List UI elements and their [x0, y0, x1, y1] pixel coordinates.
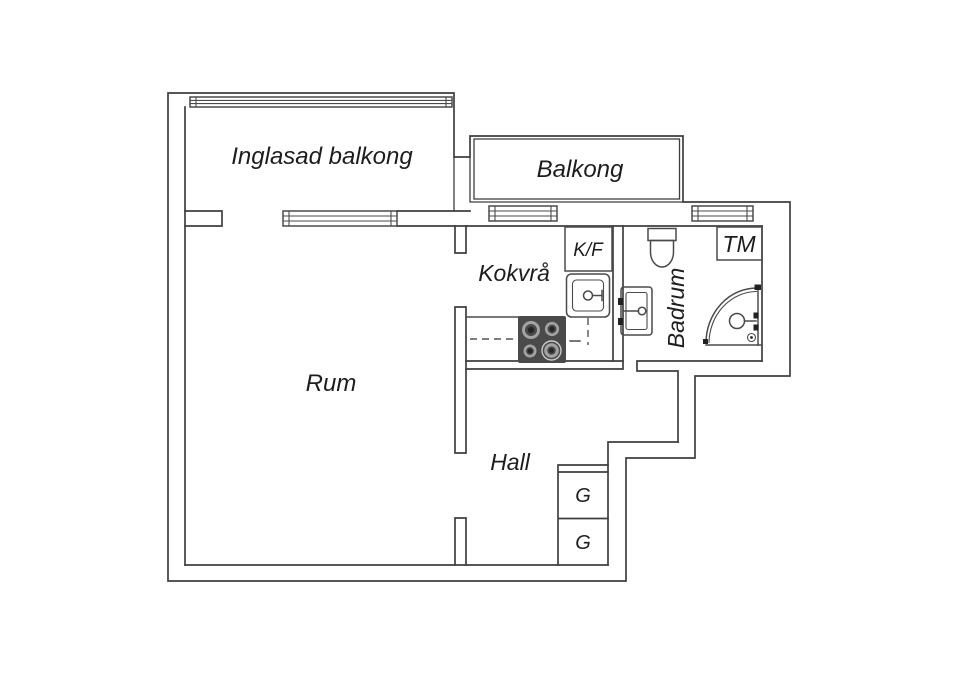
outer-boundary-walls	[167, 92, 791, 582]
stove-icon	[518, 316, 566, 363]
label-garderob-1: G	[575, 485, 591, 507]
label-rum: Rum	[306, 370, 357, 397]
window-glazed-balcony	[189, 96, 453, 108]
window-rum	[282, 210, 398, 227]
label-hall: Hall	[490, 449, 531, 475]
window-balkong	[488, 205, 558, 222]
kitchen-sink-icon	[565, 273, 611, 318]
label-tm: TM	[722, 231, 756, 257]
washing-machine-box	[716, 226, 763, 261]
inner-walls	[184, 106, 763, 566]
label-inglasad-balkong: Inglasad balkong	[231, 143, 413, 170]
washbasin-icon	[618, 286, 653, 336]
room-labels: Inglasad balkong Balkong Kokvrå K/F TM B…	[231, 143, 756, 554]
label-balkong: Balkong	[537, 156, 624, 183]
label-garderob-2: G	[575, 532, 591, 554]
toilet-icon	[647, 227, 677, 268]
label-kokvra: Kokvrå	[478, 260, 550, 286]
wardrobe-boxes	[557, 464, 609, 566]
label-kf: K/F	[573, 240, 604, 261]
fridge-freezer-box	[564, 226, 613, 272]
corner-shower-icon	[703, 284, 763, 346]
window-badrum	[691, 205, 754, 222]
label-badrum: Badrum	[663, 268, 689, 349]
balkong-outline	[473, 138, 681, 200]
